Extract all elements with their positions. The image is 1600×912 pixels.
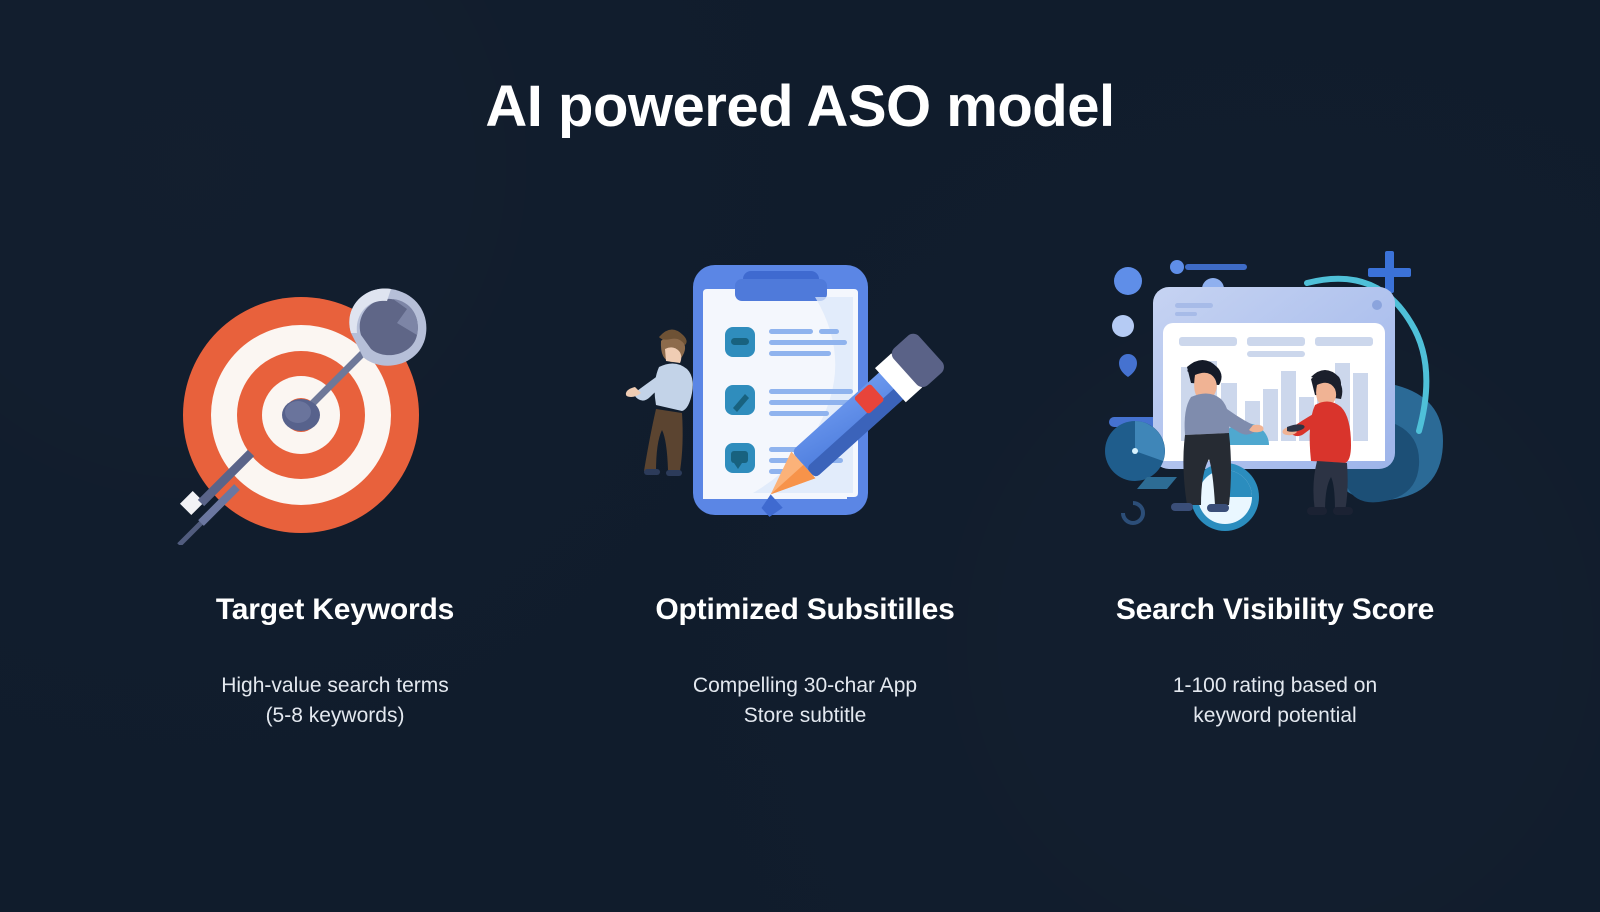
dashboard-svg	[1105, 251, 1443, 531]
card-title: Target Keywords	[215, 593, 455, 626]
pie-chart-left	[1105, 421, 1165, 481]
card-title: Search Visibility Score	[1115, 593, 1435, 626]
clipboard-checklist-pencil-icon	[625, 245, 985, 545]
dashboard-header-bars	[1179, 337, 1373, 357]
card-title: Optimized Subsitilles	[655, 593, 955, 626]
plus-decoration	[1368, 251, 1411, 293]
dartboard-with-dart-icon	[155, 245, 515, 547]
feature-card-optimized-subtitles: Optimized Subsitilles Compelling 30-char…	[580, 245, 1030, 731]
card-description: Compelling 30-char App Store subtitle	[693, 671, 917, 731]
card-description: High-value search terms (5-8 keywords)	[221, 671, 449, 731]
page-title: AI powered ASO model	[485, 74, 1115, 139]
pencil	[761, 333, 944, 517]
dart-fletching	[349, 288, 427, 366]
person-female-figure	[1282, 370, 1353, 515]
dartboard-svg	[177, 288, 427, 547]
person-male-figure	[1171, 360, 1264, 512]
card-description-line-1: Compelling 30-char App	[692, 674, 918, 697]
checklist-icon-squares	[725, 327, 755, 473]
card-description-line-2: Store subtitle	[743, 703, 867, 727]
dart-tail	[177, 449, 255, 547]
card-description-line-2: (5-8 keywords)	[265, 703, 405, 727]
feature-card-row: Target Keywords High-value search terms …	[110, 245, 1500, 731]
card-description: 1-100 rating based on keyword potential	[1173, 671, 1377, 731]
person-figure	[625, 329, 693, 476]
card-description-line-1: 1-100 rating based on	[1172, 674, 1378, 697]
card-description-line-2: keyword potential	[1193, 703, 1357, 727]
feature-card-target-keywords: Target Keywords High-value search terms …	[110, 245, 560, 731]
feature-card-search-visibility: Search Visibility Score 1-100 rating bas…	[1050, 245, 1500, 731]
analytics-dashboard-people-icon	[1095, 245, 1455, 545]
clipboard-svg	[625, 265, 944, 517]
card-description-line-1: High-value search terms	[221, 674, 449, 697]
